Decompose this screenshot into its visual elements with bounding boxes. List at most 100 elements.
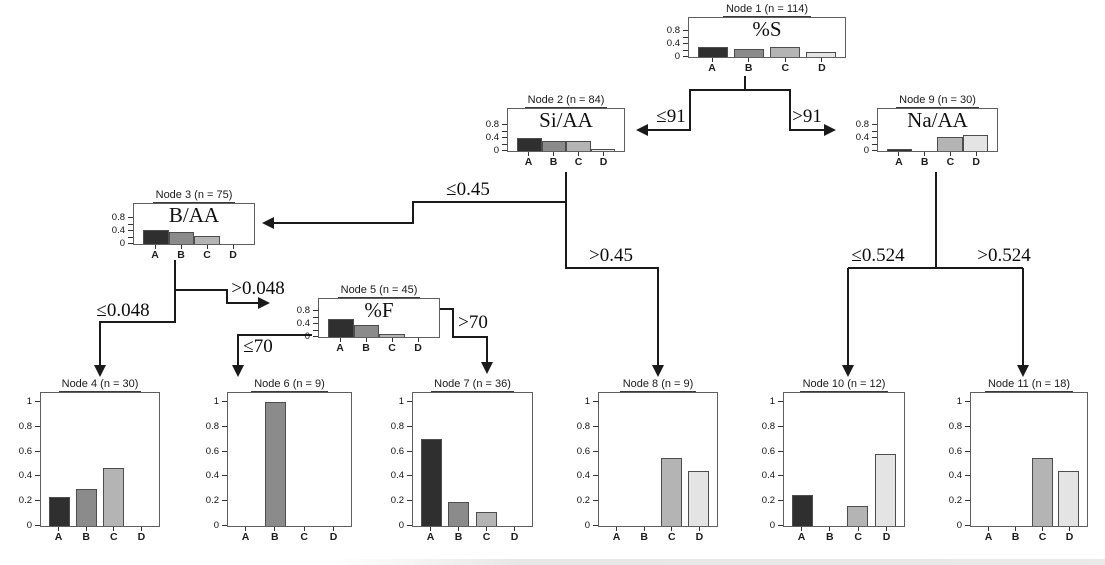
y-tick [407,525,412,526]
arrowhead-down-icon [232,365,244,377]
y-tick [35,425,40,427]
y-tick-label: 0.6 [205,445,219,457]
x-tick-label: B [744,62,753,74]
y-tick-label: 0.8 [576,420,590,432]
y-tick [502,150,507,151]
y-tick [222,500,227,502]
bar-a [887,149,913,151]
x-tick-label: C [668,531,676,543]
y-tick [872,143,877,145]
x-tick-label: C [781,62,790,74]
y-tick [313,329,318,331]
x-slot-b: B [541,152,566,168]
x-tick [391,338,393,342]
x-tick-label: D [137,531,146,543]
scan-artifact [330,559,1105,565]
y-tick-label: 0.4 [205,470,219,482]
y-tick [222,525,227,526]
y-tick-label: 1 [26,396,32,407]
bar-b [734,49,764,57]
y-tick-label: 0.4 [666,38,680,50]
bar-d [1057,471,1079,526]
y-tick [778,450,783,452]
bar-a [421,439,442,526]
x-tick-label: C [203,249,211,261]
y-tick-label: 0.2 [205,495,219,507]
x-tick-label: B [640,531,648,543]
bar-d [806,52,836,57]
x-tick-label: A [895,156,903,168]
edge-node2-node8 [565,172,664,377]
bar-c [379,334,405,337]
x-tick-label: A [336,342,344,354]
split-label-gt-045: >0.45 [589,245,633,266]
x-tick-label: A [612,531,621,543]
y-tick [128,230,133,232]
y-tick [683,49,688,51]
y-tick-label: 0.6 [576,445,590,457]
y-tick-label: 0.8 [855,119,869,131]
bar-b [168,232,195,244]
bar-c [937,137,963,151]
y-tick-label: 0.8 [18,420,32,432]
x-tick-label: D [695,531,704,543]
y-tick-label: 0.4 [855,132,869,144]
bars [41,393,159,526]
y-tick-label: 0.2 [18,495,32,507]
y-tick [683,30,688,32]
x-tick-label: C [482,531,491,543]
y-tick [313,336,318,337]
node-title: Node 3 (n = 75) [133,189,255,203]
bar-d [590,149,615,151]
y-tick-label: 0 [493,145,499,156]
x-tick-label: D [882,531,891,543]
x-tick-label: B [920,156,929,168]
y-tick-label: 0 [26,520,32,531]
x-tick-label: D [229,249,237,261]
y-tick-label: 0 [398,520,404,531]
node-title: Node 5 (n = 45) [318,284,440,298]
x-slot-d: D [405,338,431,354]
y-tick-label: 0.8 [666,25,680,37]
x-slot-c: C [938,152,964,168]
x-tick-label: D [972,156,980,168]
bars [319,299,439,337]
x-slot-c: C [379,338,405,354]
node-title: Node 1 (n = 114) [688,3,846,17]
x-tick-label: A [54,531,63,543]
x-slot-b: B [912,152,938,168]
bar-a [517,138,542,151]
bars [134,204,254,244]
y-tick-label: 0.4 [390,470,404,482]
x-tick [643,527,645,531]
bars [971,393,1087,526]
y-tick [965,475,970,477]
y-tick-label: 0.4 [485,132,499,144]
split-label-le-0524: ≤0.524 [851,245,905,266]
y-tick-label: 0.8 [485,119,499,131]
y-tick-label: 1 [956,396,962,407]
bar-c [770,47,800,57]
node-title: Node 4 (n = 30) [40,378,160,392]
split-variable-label: Na/AA [907,108,968,132]
x-tick [821,58,823,62]
y-tick-label: 0 [863,145,869,156]
y-tick-label: 0.4 [948,470,962,482]
y-tick [222,450,227,452]
y-tick [872,150,877,151]
x-tick [430,527,431,531]
arrowhead-down-icon [842,365,854,377]
x-tick-label: C [300,531,308,543]
x-tick [829,527,831,531]
y-tick [593,425,598,427]
x-tick [711,58,713,62]
x-tick-label: B [82,531,90,543]
x-slot-a: A [235,527,256,543]
x-slot-d: D [876,527,897,543]
